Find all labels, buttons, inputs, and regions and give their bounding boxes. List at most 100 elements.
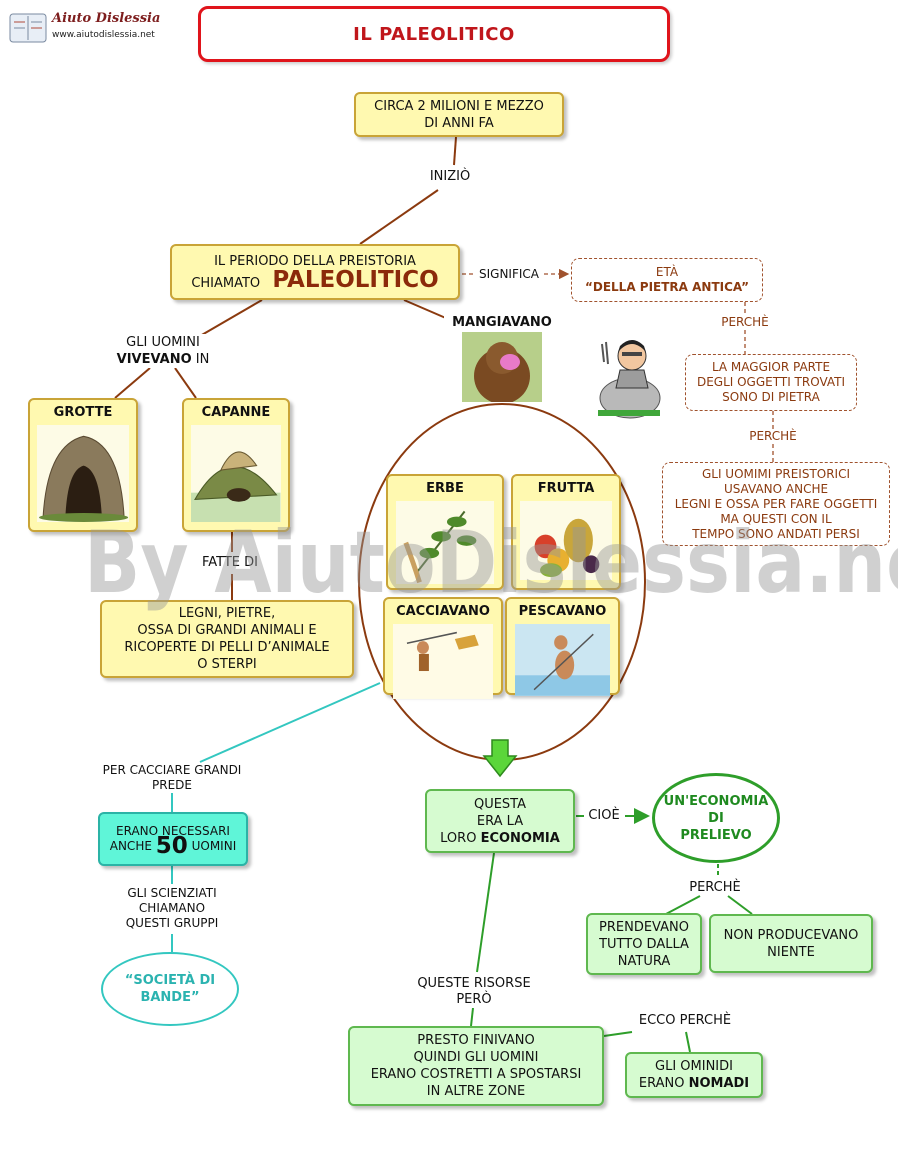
reason1-line: SONO DI PIETRA	[722, 390, 820, 404]
materials-line: LEGNI, PIETRE,	[178, 606, 276, 621]
materials-line: O STERPI	[197, 657, 257, 672]
reason2-line: LEGNI E OSSA PER FARE OGGETTI	[674, 496, 878, 511]
men50-number: 50	[155, 833, 188, 859]
nature-line: NATURA	[617, 953, 671, 969]
meaning-box: ETÀ “DELLA PIETRA ANTICA”	[571, 258, 763, 302]
logo: Aiuto Dislessia www.aiutodislessia.net	[8, 8, 168, 48]
bande-line: “SOCIETÀ DI	[124, 973, 216, 988]
reason1-line: DEGLI OGGETTI TROVATI	[696, 375, 846, 389]
materials-line: OSSA DI GRANDI ANIMALI E	[137, 623, 317, 638]
link-ecco: ECCO PERCHÈ	[630, 1013, 740, 1028]
erbe-box: ERBE	[386, 474, 504, 590]
caveman-eating-icon	[462, 332, 542, 402]
scienziati-line: GLI SCIENZIATI	[127, 886, 217, 900]
link-perche-3: PERCHÈ	[680, 880, 750, 895]
cacciavano-label: CACCIAVANO	[396, 604, 490, 619]
link-scienziati: GLI SCIENZIATI CHIAMANO QUESTI GRUPPI	[104, 886, 240, 931]
period-line1: IL PERIODO DELLA PREISTORIA	[214, 253, 416, 269]
noproduce-box: NON PRODUCEVANO NIENTE	[709, 914, 873, 973]
nature-line: TUTTO DALLA	[599, 936, 689, 952]
finivano-line: ERANO COSTRETTI A SPOSTARSI	[370, 1067, 582, 1082]
link-vivevano: GLI UOMINI VIVEVANO IN	[104, 334, 222, 368]
period-prefix: CHIAMATO	[191, 275, 261, 291]
nomadi-prefix: ERANO	[638, 1076, 685, 1091]
link-cioe: CIOÈ	[584, 808, 624, 823]
erbe-label: ERBE	[426, 481, 464, 496]
finivano-box: PRESTO FINIVANO QUINDI GLI UOMINI ERANO …	[348, 1026, 604, 1106]
scienziati-line: QUESTI GRUPPI	[125, 916, 219, 930]
finivano-line: PRESTO FINIVANO	[417, 1033, 535, 1048]
meaning-line2: “DELLA PIETRA ANTICA”	[584, 280, 749, 294]
scienziati-line: CHIAMANO	[138, 901, 206, 915]
noproduce-line: NON PRODUCEVANO	[723, 927, 859, 943]
economy-box: QUESTA ERA LA LORO ECONOMIA	[425, 789, 575, 853]
link-inizio: INIZIÒ	[418, 169, 482, 184]
noproduce-line: NIENTE	[767, 944, 815, 960]
prelievo-line: PRELIEVO	[680, 827, 752, 843]
nomadi-line1: GLI OMINIDI	[655, 1059, 733, 1074]
prelievo-line: DI	[708, 810, 724, 826]
reason2-line: USAVANO ANCHE	[723, 481, 829, 496]
grotte-box: GROTTE	[28, 398, 138, 532]
reason2-line: MA QUESTI CON IL	[720, 511, 832, 526]
materials-line: RICOPERTE DI PELLI D’ANIMALE	[124, 640, 330, 655]
grotte-label: GROTTE	[53, 405, 113, 420]
link-significa: SIGNIFICA	[474, 267, 544, 282]
link-mangiavano: MANGIAVANO	[444, 315, 560, 330]
reason1-line: LA MAGGIOR PARTE	[711, 360, 831, 374]
risorse-line: PERÒ	[456, 992, 492, 1007]
prelievo-line: UN'ECONOMIA	[663, 793, 769, 809]
cacciavano-box: CACCIAVANO	[383, 597, 503, 699]
vivevano-line1: GLI UOMINI	[126, 335, 200, 350]
down-arrow-icon	[482, 739, 518, 778]
nomadi-box: GLI OMINIDI ERANO NOMADI	[625, 1052, 763, 1098]
vivevano-bold: VIVEVANO	[116, 352, 192, 367]
bande-ellipse: “SOCIETÀ DI BANDE”	[101, 952, 239, 1026]
link-perche-2: PERCHÈ	[738, 429, 808, 444]
prede-line: PREDE	[152, 778, 192, 792]
frutta-label: FRUTTA	[537, 481, 595, 496]
link-fatte: FATTE DI	[190, 555, 270, 570]
caveman-stone-icon	[598, 340, 661, 419]
logo-brand: Aiuto Dislessia	[52, 11, 161, 26]
start-line2: DI ANNI FA	[424, 115, 494, 131]
finivano-line: IN ALTRE ZONE	[426, 1084, 526, 1099]
watermark: By AiutoDislessia.net	[84, 513, 898, 613]
fruit-icon	[535, 518, 600, 578]
nature-line: PRENDEVANO	[599, 919, 689, 935]
period-big: PALEOLITICO	[272, 266, 439, 293]
prede-line: PER CACCIARE GRANDI	[102, 763, 242, 777]
reason1-box: LA MAGGIOR PARTE DEGLI OGGETTI TROVATI S…	[685, 354, 857, 411]
prelievo-ellipse: UN'ECONOMIA DI PRELIEVO	[652, 773, 780, 863]
vivevano-rest: IN	[191, 352, 210, 367]
reason2-box: GLI UOMIMI PREISTORICI USAVANO ANCHE LEG…	[662, 462, 890, 546]
economy-bold: ECONOMIA	[480, 830, 560, 846]
nomadi-bold: NOMADI	[688, 1076, 750, 1091]
herbs-icon	[403, 510, 477, 584]
reason2-line: GLI UOMIMI PREISTORICI	[701, 466, 851, 481]
book-logo-icon	[9, 13, 47, 43]
pescavano-box: PESCAVANO	[505, 597, 620, 696]
pescavano-label: PESCAVANO	[518, 604, 607, 619]
start-date-box: CIRCA 2 MILIONI E MEZZO DI ANNI FA	[354, 92, 564, 137]
men50-suffix: UOMINI	[191, 839, 237, 853]
men50-box: ERANO NECESSARI ANCHE 50 UOMINI	[98, 812, 248, 866]
start-line1: CIRCA 2 MILIONI E MEZZO	[374, 98, 544, 114]
economy-line2: ERA LA	[476, 813, 524, 829]
bande-line: BANDE”	[140, 990, 200, 1005]
economy-line1: QUESTA	[473, 796, 527, 812]
period-box: IL PERIODO DELLA PREISTORIA CHIAMATO PAL…	[170, 244, 460, 300]
capanne-label: CAPANNE	[201, 405, 271, 420]
risorse-line: QUESTE RISORSE	[417, 976, 531, 991]
reason2-line: TEMPO SONO ANDATI PERSI	[692, 526, 860, 541]
cave-icon	[39, 435, 129, 522]
link-prede: PER CACCIARE GRANDI PREDE	[94, 763, 250, 793]
logo-url: www.aiutodislessia.net	[52, 30, 155, 40]
finivano-line: QUINDI GLI UOMINI	[413, 1050, 539, 1065]
frutta-box: FRUTTA	[511, 474, 621, 590]
link-risorse: QUESTE RISORSE PERÒ	[406, 976, 542, 1008]
hut-icon	[191, 451, 281, 522]
men50-line1: ERANO NECESSARI	[116, 824, 230, 838]
fishing-icon	[514, 624, 611, 696]
